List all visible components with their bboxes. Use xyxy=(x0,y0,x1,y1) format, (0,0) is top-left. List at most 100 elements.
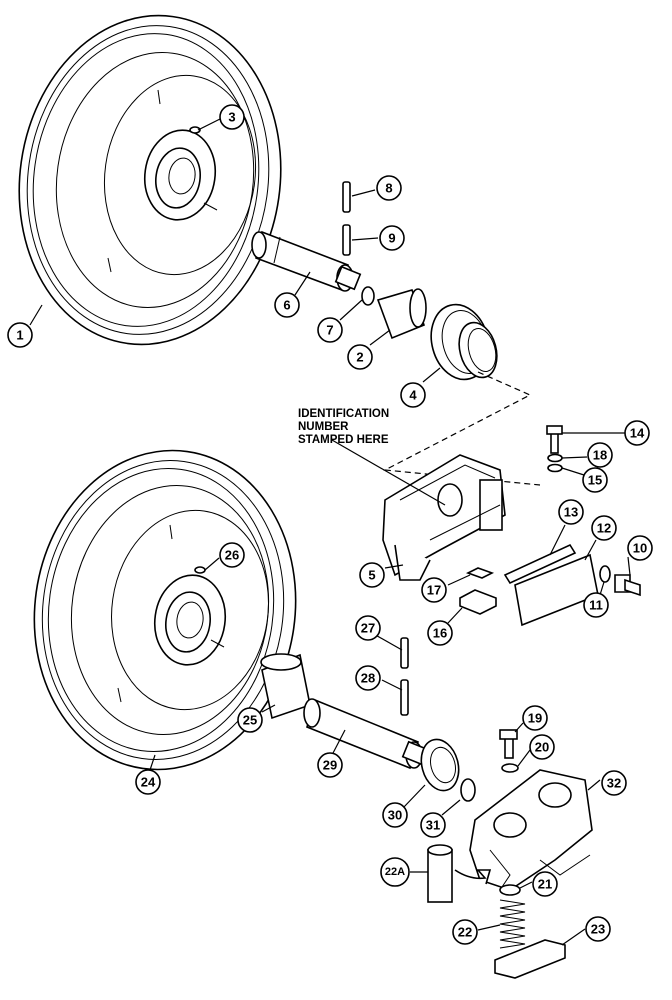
callout-19: 19 xyxy=(522,705,548,731)
sleeve-22A xyxy=(427,844,453,903)
lower-shaft-29 xyxy=(303,698,429,770)
lower-o-ring-31 xyxy=(460,778,476,802)
svg-text:14: 14 xyxy=(630,426,645,441)
washer-11 xyxy=(599,565,611,583)
svg-text:19: 19 xyxy=(528,711,542,726)
upper-washer-15 xyxy=(547,463,563,473)
callout-1: 1 xyxy=(7,322,33,348)
svg-text:30: 30 xyxy=(388,808,402,823)
upper-bushing-2 xyxy=(376,288,427,340)
svg-text:26: 26 xyxy=(225,548,239,563)
callout-15: 15 xyxy=(582,467,608,493)
washer-20 xyxy=(501,763,519,773)
bolt-10 xyxy=(614,574,641,597)
wear-plate-13 xyxy=(503,543,577,585)
callout-9: 9 xyxy=(379,225,405,251)
callout-12: 12 xyxy=(591,515,617,541)
callout-3: 3 xyxy=(219,104,245,130)
svg-text:13: 13 xyxy=(564,505,578,520)
callout-32: 32 xyxy=(601,770,627,796)
svg-text:25: 25 xyxy=(243,713,257,728)
callout-29: 29 xyxy=(317,752,343,778)
svg-text:2: 2 xyxy=(356,350,363,365)
callout-2: 2 xyxy=(347,344,373,370)
svg-text:16: 16 xyxy=(433,626,447,641)
svg-text:5: 5 xyxy=(368,568,375,583)
lower-seal-30 xyxy=(420,738,460,792)
svg-text:7: 7 xyxy=(326,323,333,338)
callout-18: 18 xyxy=(587,442,613,468)
leader-lines xyxy=(29,117,631,946)
svg-text:32: 32 xyxy=(607,776,621,791)
upper-block-16 xyxy=(459,589,497,615)
identification-note: IDENTIFICATION NUMBER STAMPED HERE xyxy=(298,408,389,446)
callout-23: 23 xyxy=(585,916,611,942)
callout-7: 7 xyxy=(317,317,343,343)
note-line-3: STAMPED HERE xyxy=(298,434,389,446)
lower-pin-28 xyxy=(400,679,409,716)
svg-text:1: 1 xyxy=(16,328,23,343)
callout-16: 16 xyxy=(427,620,453,646)
callout-28: 28 xyxy=(355,665,381,691)
callout-21: 21 xyxy=(532,871,558,897)
svg-text:12: 12 xyxy=(597,521,611,536)
svg-text:22A: 22A xyxy=(385,866,405,878)
svg-text:15: 15 xyxy=(588,473,602,488)
bolt-19 xyxy=(499,729,518,759)
svg-text:31: 31 xyxy=(426,818,440,833)
upper-shaft-6 xyxy=(251,230,362,292)
note-line-2: NUMBER xyxy=(298,421,349,433)
washer-21 xyxy=(499,884,521,896)
callout-17: 17 xyxy=(421,577,447,603)
spring-22 xyxy=(499,899,526,949)
svg-text:9: 9 xyxy=(388,231,395,246)
svg-text:8: 8 xyxy=(385,181,392,196)
callout-24: 24 xyxy=(135,769,161,795)
upper-o-ring-7 xyxy=(361,286,375,306)
callout-20: 20 xyxy=(529,734,555,760)
callout-26: 26 xyxy=(219,542,245,568)
callout-30: 30 xyxy=(382,802,408,828)
svg-text:29: 29 xyxy=(323,758,337,773)
upper-washer-18 xyxy=(547,453,563,463)
spring-arrow xyxy=(454,869,492,885)
callout-5: 5 xyxy=(359,562,385,588)
callout-6: 6 xyxy=(274,292,300,318)
svg-text:4: 4 xyxy=(409,388,417,403)
svg-text:3: 3 xyxy=(228,110,235,125)
svg-text:23: 23 xyxy=(591,922,605,937)
svg-text:28: 28 xyxy=(361,671,375,686)
svg-text:24: 24 xyxy=(141,775,156,790)
callout-22A: 22A xyxy=(380,857,410,887)
upper-bolt-14 xyxy=(546,425,563,454)
upper-pin-9 xyxy=(342,224,351,256)
block-23 xyxy=(494,939,566,979)
upper-pin-8 xyxy=(342,181,351,213)
svg-text:20: 20 xyxy=(535,740,549,755)
upper-idler-wheel xyxy=(18,14,282,346)
callout-22: 22 xyxy=(452,919,478,945)
callout-8: 8 xyxy=(376,175,402,201)
svg-text:11: 11 xyxy=(589,598,603,613)
svg-text:17: 17 xyxy=(427,583,441,598)
callout-4: 4 xyxy=(400,382,426,408)
svg-text:22: 22 xyxy=(458,925,472,940)
svg-text:21: 21 xyxy=(538,877,552,892)
callout-25: 25 xyxy=(237,707,263,733)
svg-text:27: 27 xyxy=(361,621,375,636)
upper-yoke-5 xyxy=(382,454,506,581)
upper-seal-4 xyxy=(430,303,498,381)
svg-text:18: 18 xyxy=(593,448,607,463)
callout-13: 13 xyxy=(558,499,584,525)
lower-idler-wheel xyxy=(33,449,297,771)
callout-31: 31 xyxy=(420,812,446,838)
lower-bushing-25 xyxy=(260,653,311,720)
upper-shim-17 xyxy=(465,567,495,579)
lower-pin-27 xyxy=(400,637,409,669)
callout-10: 10 xyxy=(627,535,653,561)
lower-yoke-32 xyxy=(469,769,593,891)
svg-text:10: 10 xyxy=(633,541,647,556)
callout-11: 11 xyxy=(583,592,609,618)
note-line-1: IDENTIFICATION xyxy=(298,408,389,420)
